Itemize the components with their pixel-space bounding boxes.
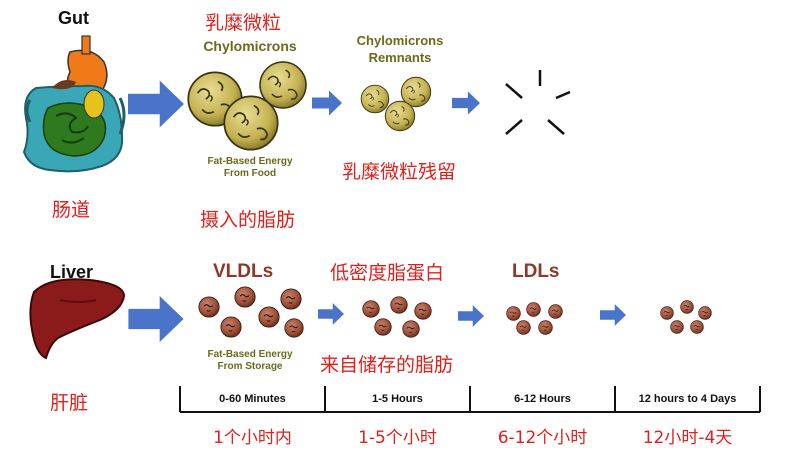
- remnants-title: Chylomicrons Remnants: [335, 32, 465, 66]
- ldl-particle: [690, 320, 704, 334]
- arrow-remnants-to-burst: [452, 91, 480, 115]
- arrow-liver-to-vldl: [128, 296, 184, 342]
- liver-icon: [29, 278, 126, 360]
- idl-particle: [414, 302, 432, 320]
- vldl-caption: Fat-Based Energy From Storage: [180, 349, 320, 373]
- arrow-vldl-to-idl: [318, 303, 344, 325]
- ldl-particle: [698, 306, 712, 320]
- burst-icon: [505, 70, 571, 135]
- vldl-caption-line2: From Storage: [217, 361, 283, 372]
- timeline-cn-2: 6-12个小时: [497, 428, 588, 448]
- timeline-label-0: 0-60 Minutes: [219, 393, 286, 405]
- ldl-particle: [548, 304, 563, 319]
- ldl-particle: [670, 320, 684, 334]
- ldl-cluster: [506, 302, 563, 335]
- vldl-particle: [284, 318, 304, 338]
- chylomicrons-caption-line2: From Food: [223, 168, 277, 179]
- arrow-idl-to-ldl: [458, 305, 484, 327]
- vldl-cluster: [198, 286, 304, 338]
- chylomicrons-cn-title: 乳糜微粒: [205, 12, 282, 34]
- arrow-gut-to-chylo: [128, 80, 184, 128]
- chylomicrons-cn-caption: 摄入的脂肪: [200, 209, 296, 231]
- arrow-ldl-onward: [600, 304, 626, 326]
- liver-cn-label: 肝脏: [50, 392, 89, 414]
- ldl-particle: [680, 300, 694, 314]
- ldl-particle: [660, 306, 674, 320]
- vldl-particle: [280, 288, 302, 310]
- idl-cn-title: 低密度脂蛋白: [330, 262, 445, 284]
- timeline-cn-0: 1个小时内: [213, 428, 292, 448]
- timeline-label-3: 12 hours to 4 Days: [638, 393, 737, 405]
- remnant-particle: [384, 100, 416, 132]
- ldl-particle: [506, 306, 521, 321]
- remnants-title-line1: Chylomicrons: [356, 33, 444, 48]
- remnants-title-line2: Remnants: [368, 50, 432, 65]
- timeline-label-1: 1-5 Hours: [372, 393, 423, 405]
- timeline-cn-3: 12小时-4天: [642, 428, 733, 448]
- vldl-particle: [220, 316, 242, 338]
- gut-cn-label: 肠道: [52, 199, 91, 221]
- chylomicron-particle: [223, 95, 279, 151]
- chylomicrons-caption-line1: Fat-Based Energy: [207, 156, 293, 167]
- ldl-particle: [516, 320, 531, 335]
- chylomicron-cluster: [187, 61, 307, 151]
- vldl-cn-caption: 来自储存的脂肪: [320, 354, 454, 376]
- timeline-label-2: 6-12 Hours: [514, 393, 571, 405]
- vldl-particle: [258, 306, 280, 328]
- chylomicrons-title: Chylomicrons: [203, 38, 297, 54]
- ldl-particle: [526, 302, 541, 317]
- vldl-particle: [198, 296, 220, 318]
- arrow-chylo-to-remnants: [312, 90, 342, 116]
- idl-particle: [402, 320, 420, 338]
- idl-cluster: [362, 296, 432, 338]
- chylomicrons-caption: Fat-Based Energy From Food: [180, 156, 320, 180]
- liver-title: Liver: [50, 262, 94, 282]
- timeline-cn-1: 1-5个小时: [358, 428, 437, 448]
- vldl-particle: [234, 286, 256, 308]
- ldl-title: LDLs: [512, 261, 560, 282]
- remnants-cn-label: 乳糜微粒残留: [342, 161, 457, 183]
- final-ldl-cluster: [660, 300, 712, 334]
- gut-organs-icon: [22, 35, 126, 173]
- ldl-particle: [538, 320, 553, 335]
- remnant-cluster: [360, 76, 432, 132]
- idl-particle: [362, 300, 380, 318]
- timeline: [179, 386, 761, 413]
- gut-title: Gut: [58, 8, 89, 28]
- idl-particle: [374, 318, 392, 336]
- remnant-particle: [360, 84, 390, 114]
- idl-particle: [390, 296, 408, 314]
- vldl-caption-line1: Fat-Based Energy: [207, 349, 293, 360]
- vldl-title: VLDLs: [213, 261, 274, 282]
